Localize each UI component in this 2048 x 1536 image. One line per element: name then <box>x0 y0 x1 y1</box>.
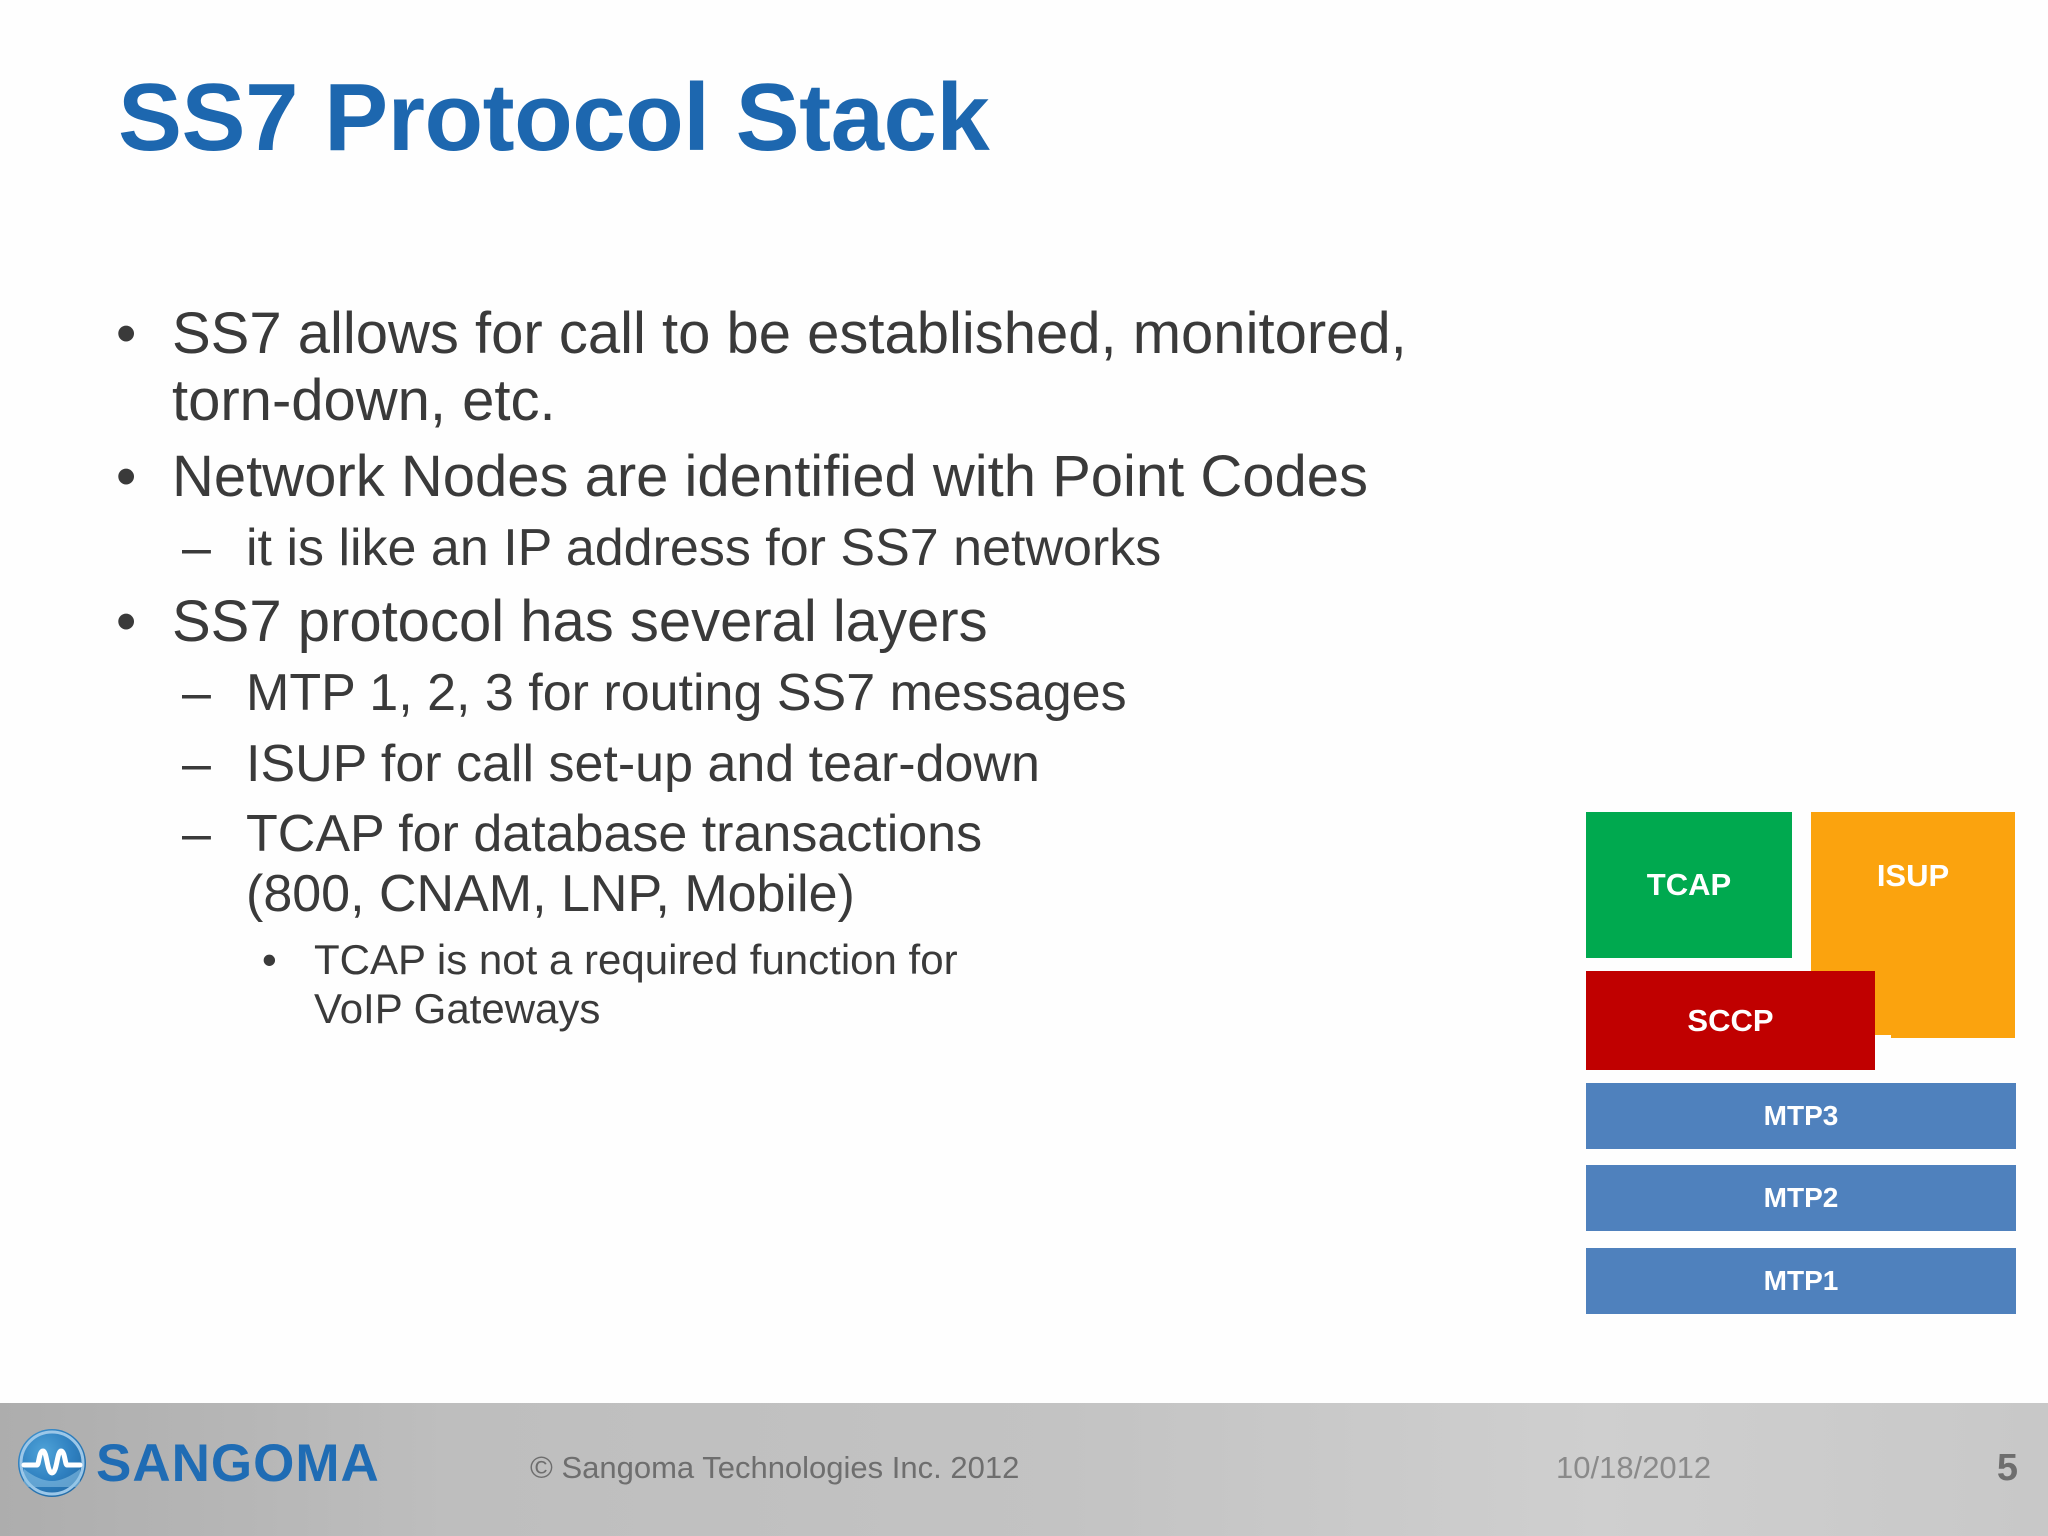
copyright-text: © Sangoma Technologies Inc. 2012 <box>530 1450 1020 1485</box>
bullet-marker-dot: • <box>116 301 137 366</box>
bullet-marker-dash: – <box>182 805 211 863</box>
slide-footer: SANGOMA © Sangoma Technologies Inc. 2012… <box>0 1403 2048 1536</box>
bullet-marker-dash: – <box>182 664 211 723</box>
sccp-block: SCCP <box>1586 971 1875 1070</box>
bullet-text-line2: torn-down, etc. <box>172 368 556 434</box>
bullet-text: TCAP is not a required function for VoIP… <box>314 935 1600 1034</box>
tcap-block: TCAP <box>1586 812 1792 958</box>
ss7-protocol-stack-diagram: ISUP TCAP SCCP MTP3 MTP2 MTP1 <box>1586 812 2016 1352</box>
slide-date: 10/18/2012 <box>1556 1450 1712 1485</box>
bullet-marker-dot: • <box>116 589 137 655</box>
bullet-level2: – MTP 1, 2, 3 for routing SS7 messages <box>100 663 1600 723</box>
bullet-text-line2: VoIP Gateways <box>314 985 601 1033</box>
sangoma-logo: SANGOMA <box>18 1429 380 1497</box>
bullet-text: TCAP for database transactions (800, CNA… <box>246 804 1600 925</box>
bullet-level2: – ISUP for call set-up and tear-down <box>100 734 1600 794</box>
bullet-text-line1: TCAP is not a required function for <box>314 935 958 983</box>
bullet-level2: – TCAP for database transactions (800, C… <box>100 804 1600 925</box>
bullet-level1: • Network Nodes are identified with Poin… <box>100 443 1600 510</box>
bullet-text-line2: (800, CNAM, LNP, Mobile) <box>246 865 855 924</box>
slide-page-number: 5 <box>1996 1447 2018 1489</box>
bullet-marker-dot: • <box>262 935 277 983</box>
bullet-level1: • SS7 protocol has several layers <box>100 588 1600 655</box>
bullet-marker-dash: – <box>182 518 211 577</box>
bullet-text-line1: TCAP for database transactions <box>246 805 983 863</box>
sangoma-wave-icon <box>18 1429 86 1497</box>
mtp2-block: MTP2 <box>1586 1165 2016 1231</box>
bullet-level2: – it is like an IP address for SS7 netwo… <box>100 518 1600 578</box>
bullet-text: it is like an IP address for SS7 network… <box>246 518 1162 577</box>
bullet-text: Network Nodes are identified with Point … <box>172 443 1369 509</box>
slide-body: • SS7 allows for call to be established,… <box>100 300 1600 1040</box>
bullet-level1: • SS7 allows for call to be established,… <box>100 300 1600 435</box>
bullet-marker-dash: – <box>182 734 211 793</box>
mtp3-block: MTP3 <box>1586 1083 2016 1149</box>
bullet-text: SS7 allows for call to be established, m… <box>172 300 1600 435</box>
page-title: SS7 Protocol Stack <box>118 64 990 171</box>
bullet-text: ISUP for call set-up and tear-down <box>246 734 1040 793</box>
bullet-marker-dot: • <box>116 443 137 509</box>
bullet-text: SS7 protocol has several layers <box>172 589 988 655</box>
bullet-text-line1: SS7 allows for call to be established, m… <box>172 301 1407 366</box>
sangoma-wordmark: SANGOMA <box>96 1433 380 1493</box>
mtp1-block: MTP1 <box>1586 1248 2016 1314</box>
bullet-level3: • TCAP is not a required function for Vo… <box>100 935 1600 1034</box>
bullet-text: MTP 1, 2, 3 for routing SS7 messages <box>246 664 1127 723</box>
